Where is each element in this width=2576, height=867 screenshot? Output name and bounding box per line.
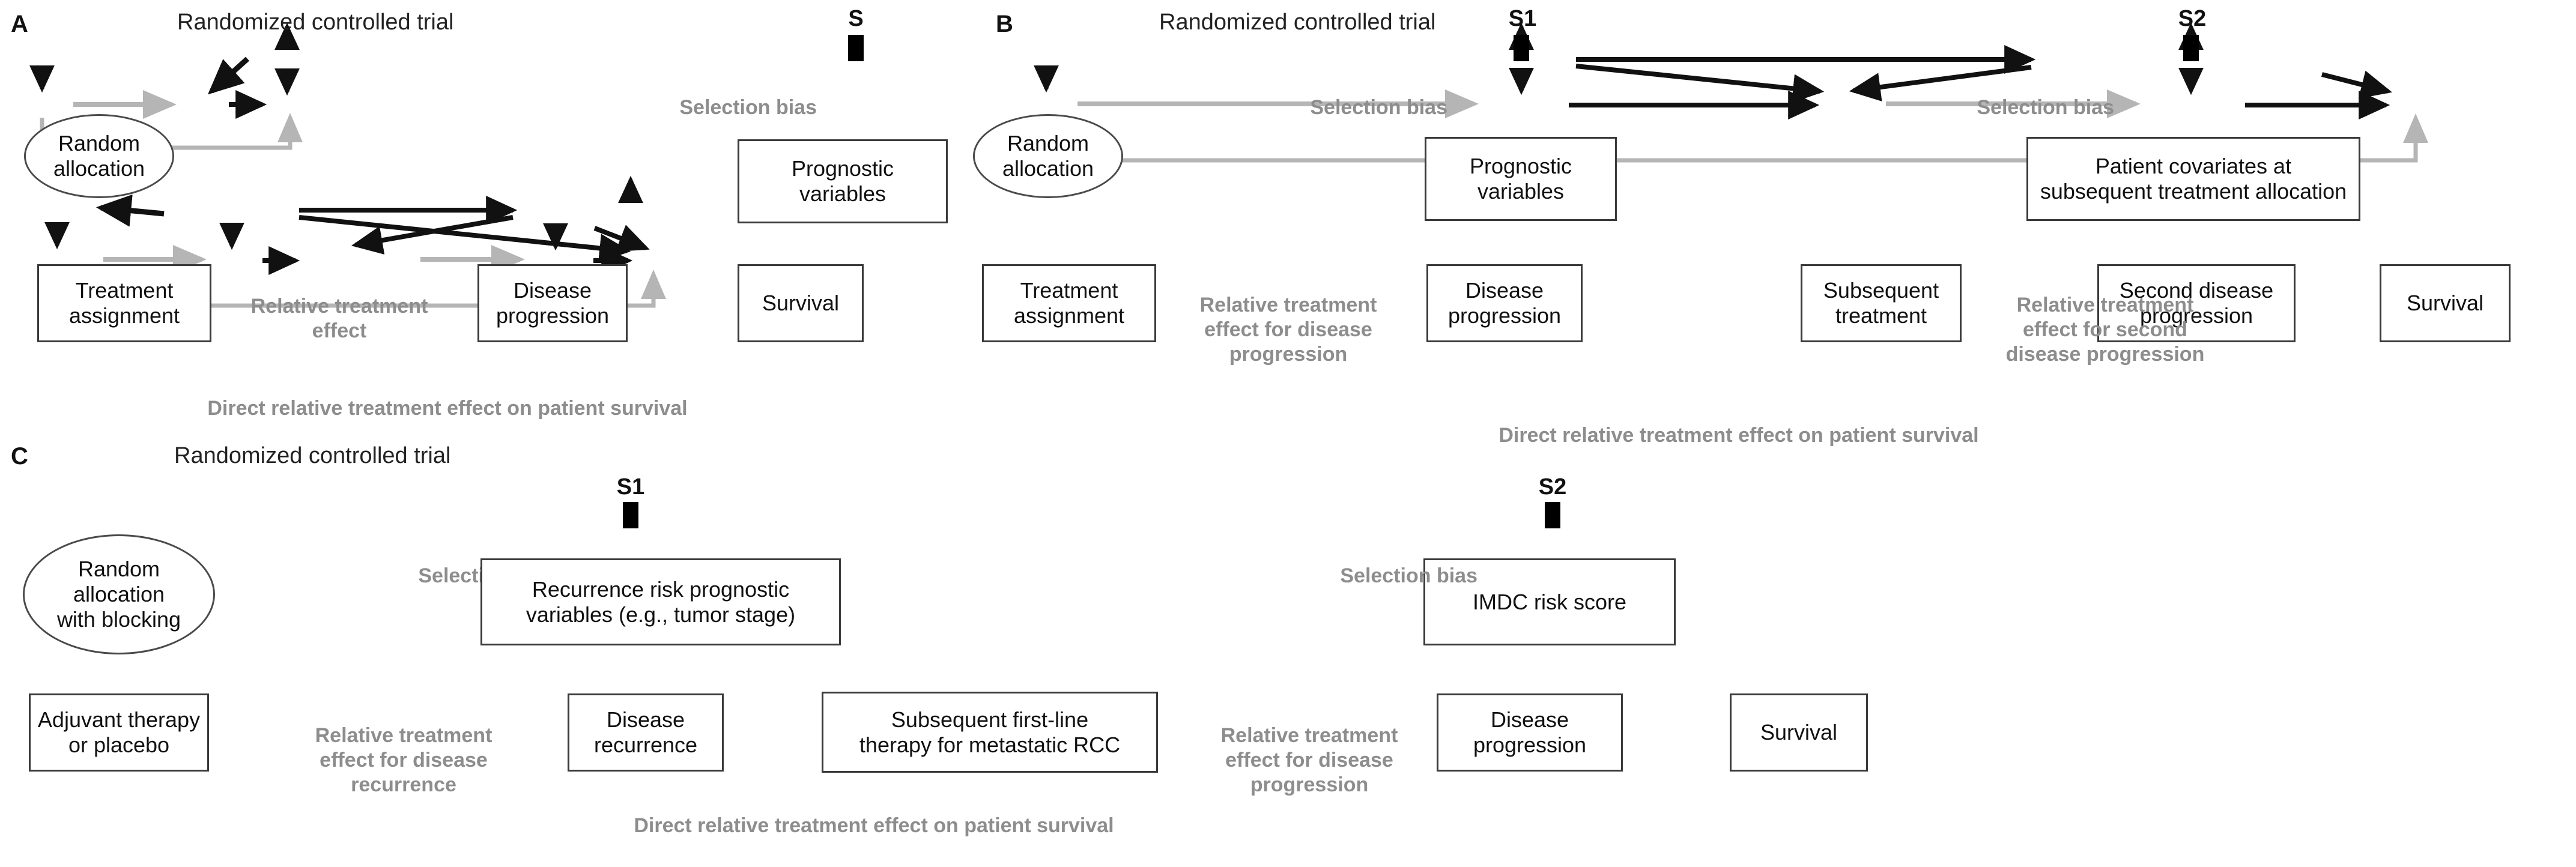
- panel-c-relative-effect-progression-label: Relative treatment effect for disease pr…: [1220, 724, 1398, 796]
- panel-b-relative-effect-second-label: Relative treatment effect for second dis…: [2005, 294, 2205, 366]
- panel-b-title: Randomized controlled trial: [1159, 10, 1436, 35]
- panel-a-direct-effect-label: Direct relative treatment effect on pati…: [207, 397, 688, 420]
- panel-b-node-treatment-assignment: Treatment assignment: [982, 264, 1156, 342]
- panel-b-selection-node-1-marker: [1514, 35, 1529, 61]
- panel-a-title: Randomized controlled trial: [177, 10, 454, 35]
- panel-b-relative-effect-progression-label: Relative treatment effect for disease pr…: [1199, 294, 1377, 366]
- panel-b-selection-node-1-label: S1: [1508, 6, 1537, 31]
- edge-c-imdc-subsequent: [351, 215, 514, 255]
- panel-c-node-recurrence-risk: Recurrence risk prognostic variables (e.…: [480, 558, 841, 645]
- panel-c-selection-node-1-label: S1: [616, 474, 645, 500]
- panel-c-node-disease-recurrence: Disease recurrence: [568, 693, 724, 772]
- panel-a-node-prognostic-variables: Prognostic variables: [738, 139, 948, 223]
- panel-c-node-adjuvant-therapy: Adjuvant therapy or placebo: [29, 693, 209, 772]
- panel-c-selection-bias-2-label: Selection bias: [1340, 564, 1477, 587]
- panel-b-node-subsequent-treatment: Subsequent treatment: [1801, 264, 1962, 342]
- edge-c-recurrence-survival: [299, 215, 631, 263]
- panel-c-title: Randomized controlled trial: [174, 443, 451, 468]
- edge-c-recurrence-allocation: [95, 194, 165, 227]
- edge-b-covariates-subsequent: [1849, 65, 2032, 101]
- panel-b-selection-bias-1-label: Selection bias: [1310, 96, 1447, 119]
- edge-a-prognostic-progression: [207, 56, 250, 95]
- panel-a-letter: A: [11, 11, 28, 37]
- panel-c-selection-node-2-label: S2: [1538, 474, 1567, 500]
- panel-b-node-survival: Survival: [2380, 264, 2511, 342]
- panel-c-selection-node-2-marker: [1545, 502, 1560, 528]
- panel-c-node-survival: Survival: [1730, 693, 1868, 772]
- panel-c-letter: C: [11, 443, 28, 470]
- panel-b-node-second-disease-progression: Second disease progression: [2097, 264, 2296, 342]
- panel-b-letter: B: [996, 11, 1013, 37]
- panel-c-node-random-allocation-blocking: Random allocation with blocking: [23, 534, 215, 654]
- panel-c-selection-node-1-marker: [623, 502, 638, 528]
- panel-a-node-random-allocation: Random allocation: [24, 114, 174, 198]
- panel-c-relative-effect-recurrence-label: Relative treatment effect for disease re…: [315, 724, 492, 796]
- panel-b-node-prognostic-variables: Prognostic variables: [1425, 137, 1617, 221]
- panel-a-selection-node-label: S: [848, 6, 864, 31]
- panel-b-node-disease-progression: Disease progression: [1426, 264, 1583, 342]
- edge-b-prognostic-subsequent: [1575, 64, 1825, 103]
- panel-b-selection-bias-2-label: Selection bias: [1977, 96, 2114, 119]
- edge-b-covariates-survival: [2321, 70, 2392, 99]
- edge-c-imdc-survival: [593, 225, 650, 252]
- panel-c-node-imdc-risk-score: IMDC risk score: [1423, 558, 1676, 645]
- panel-c-node-disease-progression: Disease progression: [1437, 693, 1623, 772]
- panel-b-selection-node-2-marker: [2183, 35, 2199, 61]
- panel-c-node-subsequent-first-line: Subsequent first-line therapy for metast…: [822, 692, 1158, 773]
- panel-b-node-patient-covariates: Patient covariates at subsequent treatme…: [2026, 137, 2360, 221]
- panel-a-node-survival: Survival: [738, 264, 864, 342]
- panel-a-selection-bias-label: Selection bias: [679, 96, 817, 119]
- panel-a-relative-effect-label: Relative treatment effect: [250, 295, 428, 342]
- panel-c-direct-effect-label: Direct relative treatment effect on pati…: [634, 814, 1114, 837]
- panel-a-selection-node-marker: [848, 35, 864, 61]
- panel-b-selection-node-2-label: S2: [2178, 6, 2207, 31]
- panel-b-node-random-allocation: Random allocation: [973, 114, 1123, 198]
- panel-a-node-disease-progression: Disease progression: [477, 264, 628, 342]
- panel-b-direct-effect-label: Direct relative treatment effect on pati…: [1499, 424, 1979, 447]
- panel-a-node-treatment-assignment: Treatment assignment: [37, 264, 211, 342]
